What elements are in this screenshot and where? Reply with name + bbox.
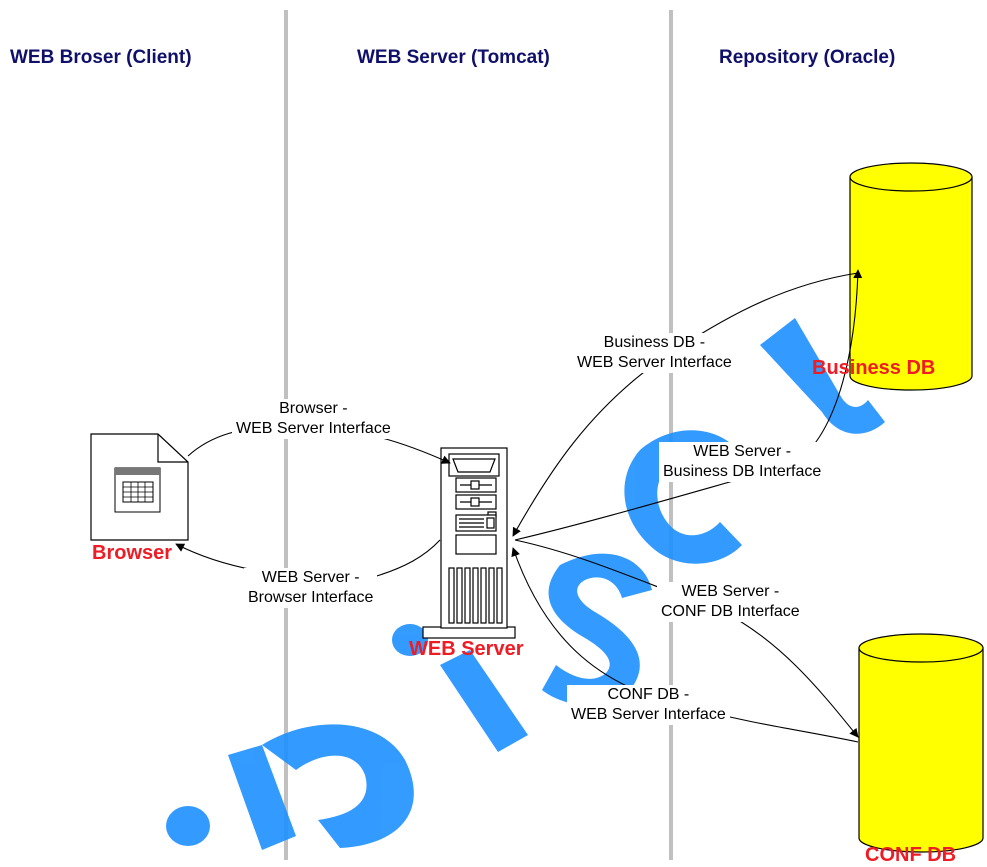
edge-label-line: Business DB Interface [663,463,822,480]
edge-label-business-to-server: Business DB - WEB Server Interface [573,333,736,373]
edge-label-line: WEB Server - [261,569,360,586]
edge-server-to-business [514,269,863,541]
edge-label-line: Browser Interface [248,589,374,606]
conf-db-label: CONF DB [865,844,957,866]
edge-label-line: WEB Server - [693,443,792,460]
business-db-label: Business DB [812,357,936,379]
edge-label-line: Business DB - [603,334,706,351]
edge-business-to-server [512,272,859,537]
browser-document-icon [90,433,189,541]
edge-label-line: WEB Server Interface [571,706,726,723]
server-tower-icon [422,447,516,639]
edge-label-conf-to-server: CONF DB - WEB Server Interface [567,685,730,725]
conf-db-cylinder-icon [858,633,984,853]
edge-label-server-to-business: WEB Server - Business DB Interface [659,442,826,482]
lane-title-web-server: WEB Server (Tomcat) [357,47,550,68]
browser-label: Browser [92,542,173,564]
edge-label-line: WEB Server Interface [236,420,391,437]
business-db-cylinder-icon [849,162,973,391]
web-server-label: WEB Server [409,638,524,660]
edge-label-line: WEB Server - [681,583,780,600]
edge-label-line: CONF DB - [607,686,690,703]
edge-label-server-to-browser: WEB Server - Browser Interface [244,568,378,608]
lane-title-repository: Repository (Oracle) [719,47,896,68]
edge-label-line: CONF DB Interface [661,603,800,620]
edge-label-line: WEB Server Interface [577,354,732,371]
edge-label-server-to-conf: WEB Server - CONF DB Interface [657,582,804,622]
edge-label-browser-to-server: Browser - WEB Server Interface [232,399,395,439]
lane-title-client: WEB Broser (Client) [10,47,192,68]
watermark [166,242,940,850]
edge-label-line: Browser - [279,400,348,417]
